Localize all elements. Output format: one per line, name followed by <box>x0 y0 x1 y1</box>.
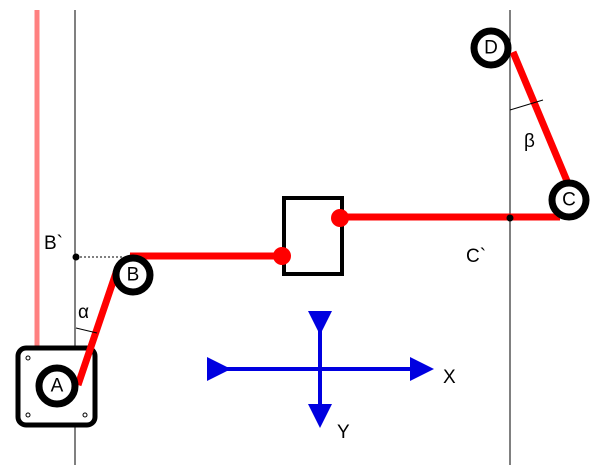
label-alpha: α <box>78 302 89 323</box>
angle-alpha-mark <box>75 327 98 334</box>
mount-hole <box>82 412 88 418</box>
label-beta: β <box>524 131 535 152</box>
slider-pin-left <box>273 247 291 265</box>
slider-pin-right <box>331 209 349 227</box>
joint-a: A <box>35 364 79 408</box>
projection-point-b <box>72 253 80 261</box>
mount-hole <box>25 412 31 418</box>
label-c-prime: C` <box>466 246 486 267</box>
x-axis-label: X <box>443 367 456 388</box>
joint-c-label: C <box>562 190 576 211</box>
joint-c: C <box>548 179 590 221</box>
projection-point-c <box>506 214 514 222</box>
mount-hole <box>25 355 31 361</box>
y-axis-label: Y <box>337 422 350 443</box>
label-b-prime: B` <box>44 233 63 254</box>
arm-c-d <box>509 50 576 195</box>
joint-b-label: B <box>127 265 140 286</box>
joint-b: B <box>112 254 154 296</box>
slider-block <box>282 196 344 276</box>
arm-a-b <box>74 265 122 387</box>
joint-d: D <box>470 27 512 69</box>
angle-beta-mark <box>509 99 544 111</box>
joint-a-label: A <box>51 376 64 397</box>
joint-d-label: D <box>484 38 498 59</box>
